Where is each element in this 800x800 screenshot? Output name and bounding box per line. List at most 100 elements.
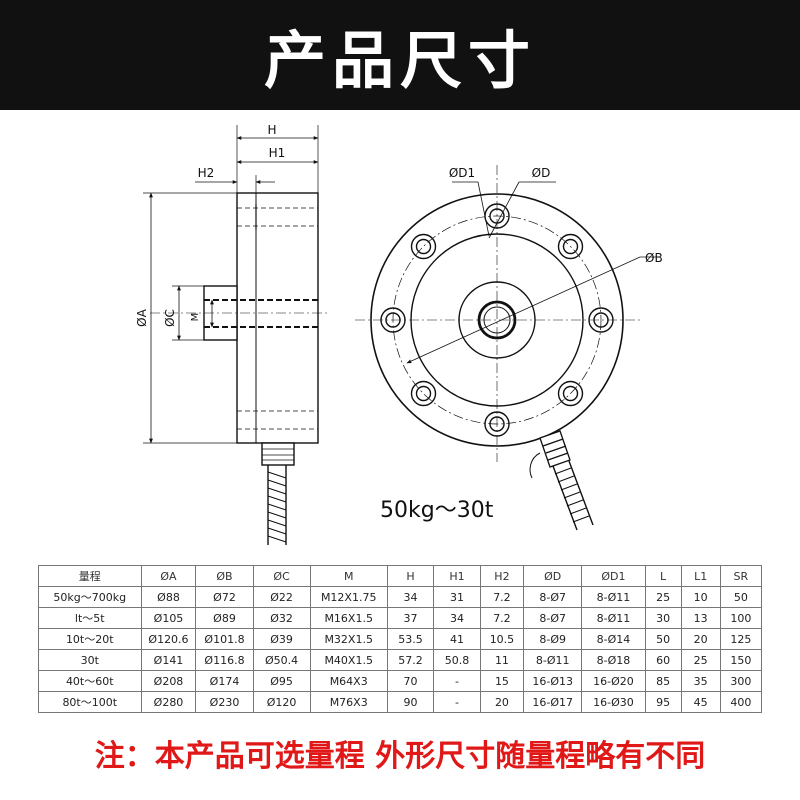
range-label: 50kg～30t [380,498,494,523]
table-cell: 8-Ø11 [581,586,646,608]
mounting-holes [380,203,614,437]
cable-gland [261,442,295,466]
table-cell: 40t～60t [38,670,142,692]
table-cell: 41 [433,628,481,650]
leader-B [406,256,641,364]
front-view [355,165,660,531]
table-header-cell: ØB [195,565,254,587]
bore-circle [477,300,517,340]
mounting-hole [410,233,437,260]
table-header-cell: ØD [523,565,583,587]
table-header-cell: 量程 [38,565,142,587]
table-cell: Ø101.8 [195,628,254,650]
table-header-cell: H1 [433,565,481,587]
table-cell: Ø208 [140,670,197,692]
table-header-cell: M [309,565,388,587]
mounting-hole [557,233,584,260]
table-cell: Ø32 [252,607,311,629]
technical-drawing: H H1 H2 ØA ØC M [135,123,663,545]
label-D: ØD [532,166,551,180]
table-cell: 31 [433,586,481,608]
table-cell: 57.2 [386,649,435,671]
table-cell: 8-Ø7 [523,586,583,608]
table-cell: M76X3 [309,691,388,713]
table-cell: 34 [386,586,435,608]
table-cell: - [433,691,481,713]
bolt-circle [392,215,602,425]
table-cell: 8-Ø18 [581,649,646,671]
table-cell: 15 [479,670,525,692]
table-cell: M12X1.75 [309,586,388,608]
table-cell: 50kg～700kg [38,586,142,608]
table-cell: Ø72 [195,586,254,608]
front-view-labels: ØD1 ØD ØB [449,166,663,265]
table-cell: Ø174 [195,670,254,692]
table-cell: Ø39 [252,628,311,650]
table-cell: Ø120.6 [140,628,197,650]
side-view-labels: H H1 H2 ØA ØC M [135,123,285,327]
table-header-cell: H2 [479,565,525,587]
table-cell: 53.5 [386,628,435,650]
table-cell: 8-Ø7 [523,607,583,629]
table-header-row: 量程 ØA ØB ØC M H H1 H2 ØD ØD1 L L1 SR [38,565,763,587]
table-header-cell: ØC [252,565,311,587]
table-cell: 8-Ø9 [523,628,583,650]
table-cell: 50.8 [433,649,481,671]
table-cell: - [433,670,481,692]
table-header-cell: L1 [680,565,721,587]
front-cable [552,460,594,531]
table-cell: 45 [680,691,721,713]
mounting-hole [484,411,510,437]
table-cell: 10 [680,586,721,608]
leader-D1 [477,181,490,237]
mounting-hole [588,307,614,333]
table-cell: 50 [644,628,682,650]
table-cell: 60 [644,649,682,671]
table-cell: 20 [680,628,721,650]
page-title: 产品尺寸 [263,24,536,97]
table-cell: 37 [386,607,435,629]
table-header-cell: L [644,565,682,587]
table-cell: 7.2 [479,607,525,629]
table-cell: 20 [479,691,525,713]
table-cell: 16-Ø13 [523,670,583,692]
bore-inner-circle [483,306,511,334]
cable [267,465,287,545]
table-cell: 16-Ø17 [523,691,583,713]
table-cell: 30t [38,649,142,671]
mounting-hole [410,380,437,407]
label-A: ØA [135,308,149,326]
table-cell: 95 [644,691,682,713]
label-M: M [190,313,201,322]
table-cell: 35 [680,670,721,692]
table-cell: 7.2 [479,586,525,608]
label-H1: H1 [269,146,286,160]
title-banner: 产品尺寸 [0,0,800,110]
label-C: ØC [163,309,177,327]
table-cell: lt～5t [38,607,142,629]
front-cable-gland [539,430,571,468]
table-cell: M40X1.5 [309,649,388,671]
table-cell: Ø120 [252,691,311,713]
spec-table: 量程 ØA ØB ØC M H H1 H2 ØD ØD1 L L1 SR 50k… [38,565,763,713]
table-cell: 8-Ø14 [581,628,646,650]
outer-flange-circle [370,193,624,447]
table-cell: 16-Ø20 [581,670,646,692]
table-cell: 8-Ø11 [581,607,646,629]
label-B: ØB [645,251,663,265]
front-wire [529,452,541,479]
table-cell: 150 [719,649,763,671]
table-cell: 80t～100t [38,691,142,713]
table-cell: Ø280 [140,691,197,713]
table-cell: Ø89 [195,607,254,629]
side-body-outline [236,192,319,444]
table-cell: 50 [719,586,763,608]
table-cell: M16X1.5 [309,607,388,629]
table-cell: 13 [680,607,721,629]
table-cell: 300 [719,670,763,692]
